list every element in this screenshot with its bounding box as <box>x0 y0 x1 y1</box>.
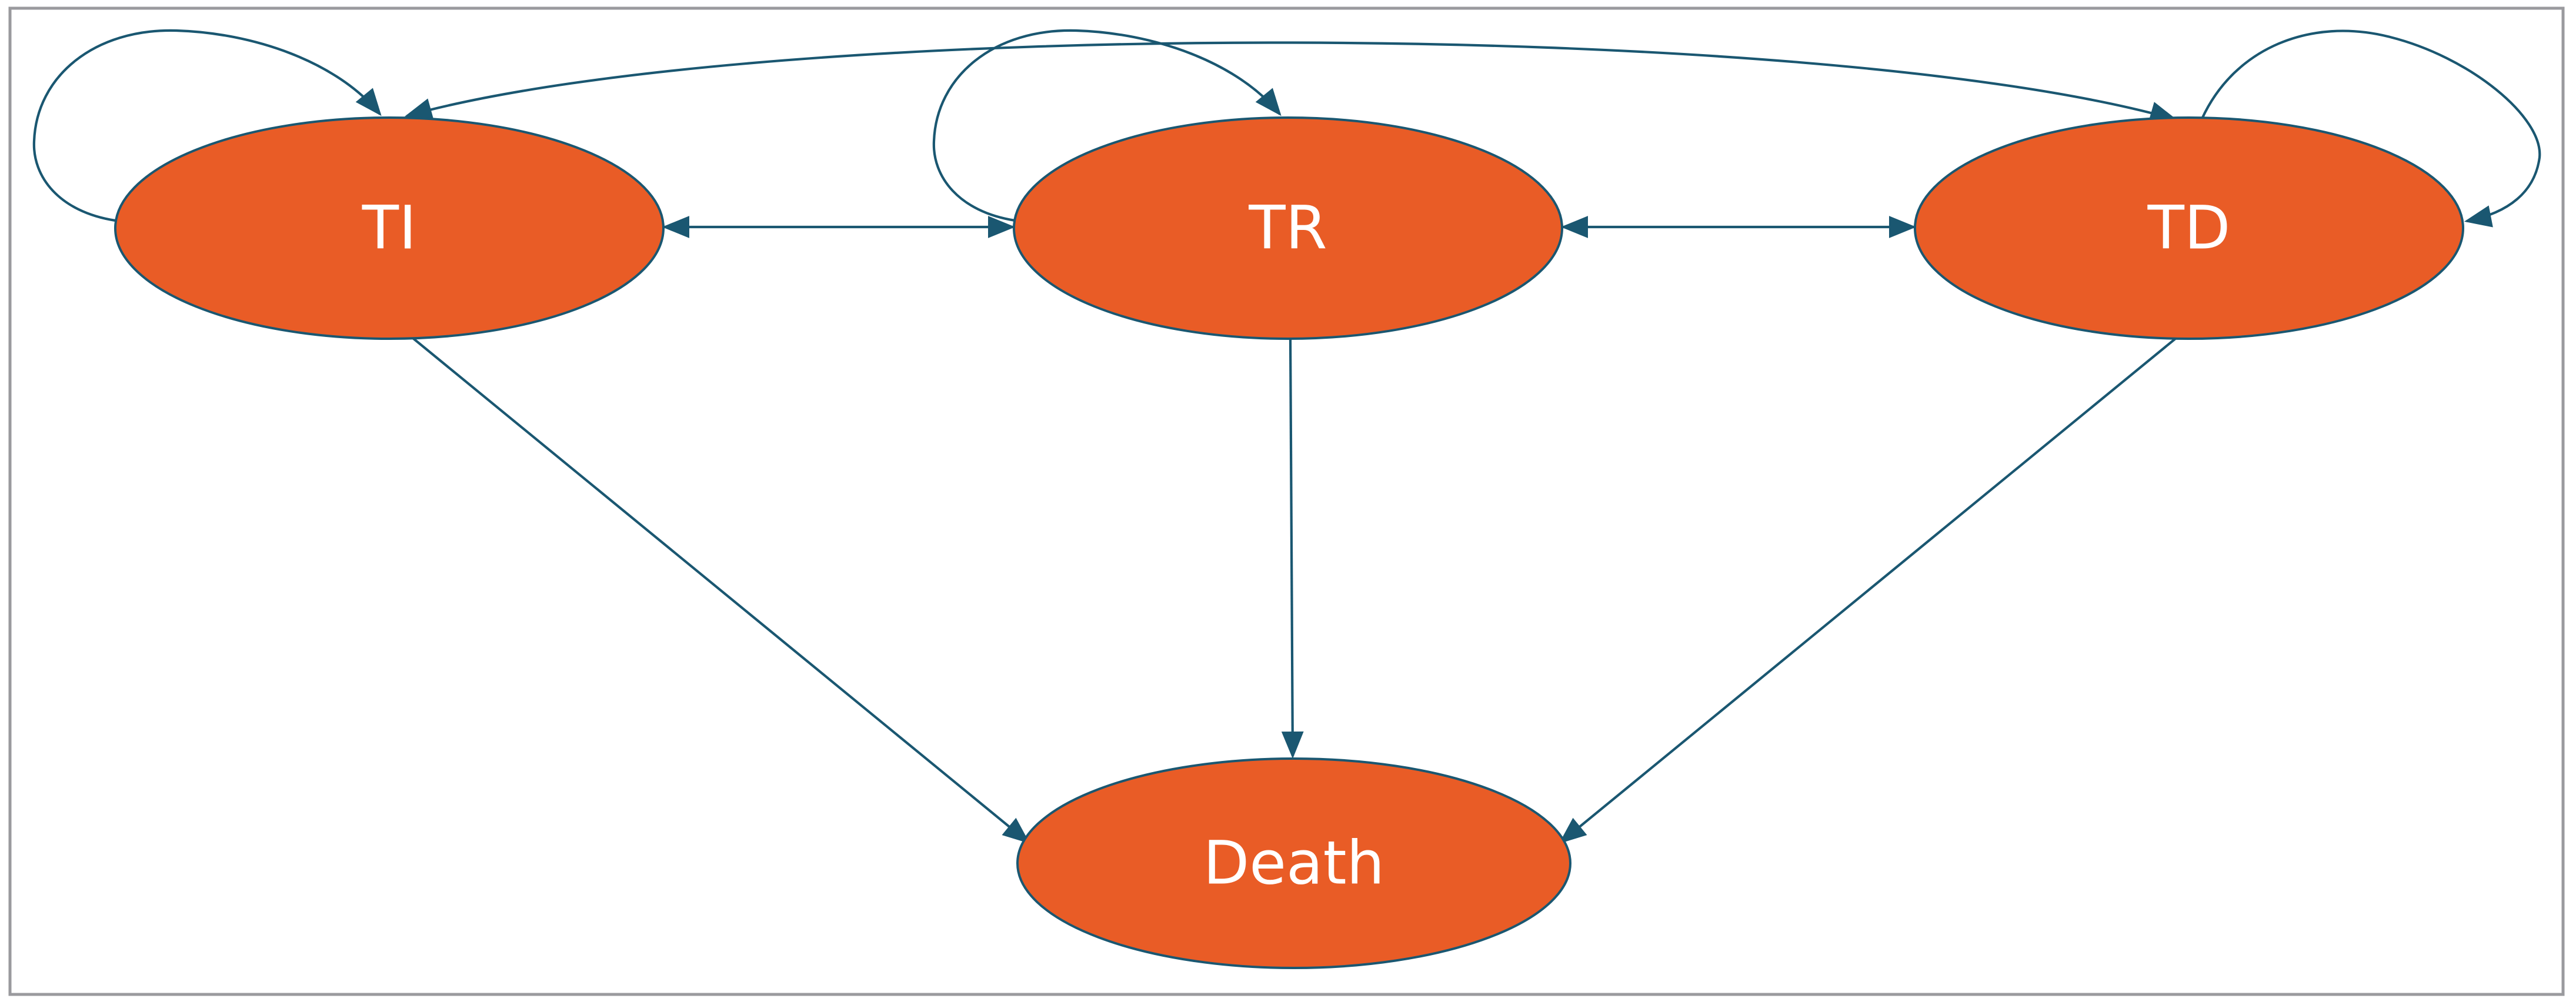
node-death: Death <box>1016 757 1571 969</box>
edge-ti-self-loop <box>32 29 382 222</box>
node-ellipse-td <box>1914 116 2464 340</box>
edges-layer <box>32 29 2541 844</box>
edge-ti-td-arc <box>404 41 2178 123</box>
node-tr: TR <box>1013 116 1563 340</box>
edge-tr-self-loop <box>932 29 1282 222</box>
node-label-ti: TI <box>362 193 416 263</box>
node-ellipse-tr <box>1013 116 1563 340</box>
node-td: TD <box>1914 116 2464 340</box>
node-ellipse-death <box>1016 757 1571 969</box>
edge-ti-death <box>412 337 1030 844</box>
edge-tr-death <box>1281 338 1304 759</box>
nodes-layer: TI TR TD Death <box>114 116 2464 969</box>
edge-td-death <box>1559 337 2177 844</box>
node-label-death: Death <box>1203 829 1384 899</box>
node-ti: TI <box>114 116 665 340</box>
node-label-td: TD <box>2147 193 2231 263</box>
node-label-tr: TR <box>1248 193 1327 263</box>
node-ellipse-ti <box>114 116 665 340</box>
edge-td-self-loop <box>2201 29 2541 228</box>
